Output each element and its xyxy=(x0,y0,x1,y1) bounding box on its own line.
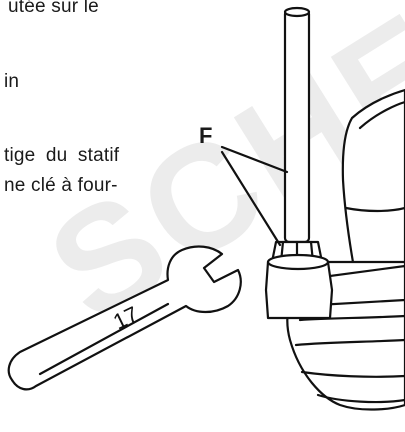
callout-leader-rod xyxy=(220,145,289,174)
callout-label-f: F xyxy=(199,123,213,148)
body-text-line-3: tige du statif xyxy=(4,145,120,166)
stand-rod xyxy=(283,8,311,244)
mounting-collar xyxy=(264,260,334,320)
body-text-line-1: utée sur le xyxy=(8,0,99,17)
body-text-line-4: ne clé à four- xyxy=(4,175,118,196)
device-housing xyxy=(341,88,405,302)
callout-leader-nut xyxy=(220,150,282,247)
body-text-line-2: in xyxy=(4,71,20,92)
device-housing-inner xyxy=(358,100,405,130)
open-end-wrench xyxy=(7,245,242,391)
